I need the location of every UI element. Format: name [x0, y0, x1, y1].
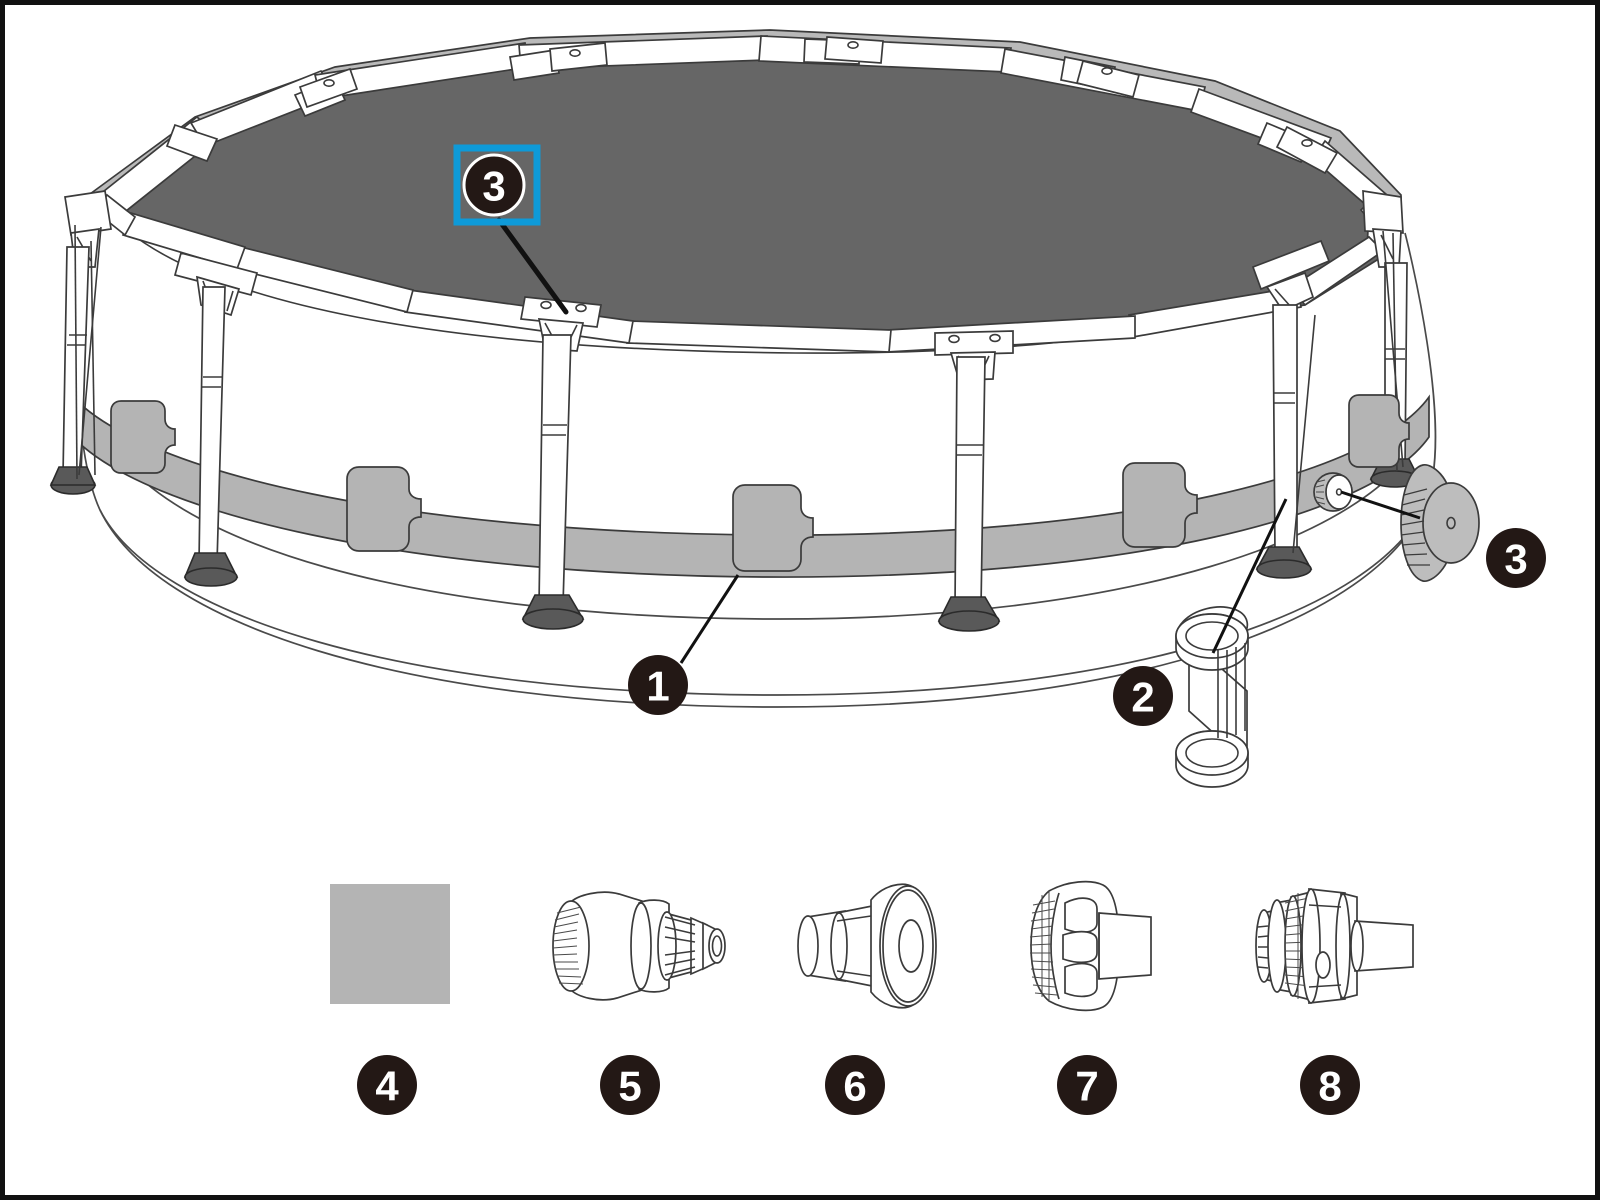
- rail-joint-rear-far-right: [1275, 125, 1339, 175]
- callout-4-label: 4: [375, 1063, 399, 1110]
- wall-drain-cap-small: [1313, 472, 1353, 512]
- callout-3-top[interactable]: 3: [462, 153, 526, 217]
- illustration-stage: 1 2 3 3 4 5: [5, 5, 1595, 1195]
- callout-3-right[interactable]: 3: [1486, 528, 1546, 588]
- part-wall-stopper-plug: [797, 883, 937, 1009]
- part-filter-cartridge-swatch: [330, 884, 450, 1004]
- pool-leg: [1255, 304, 1313, 579]
- part-inlet-outlet-threaded-fitting: [1255, 888, 1414, 1004]
- callout-4[interactable]: 4: [357, 1055, 417, 1115]
- rail-joint-right-front: [1251, 239, 1331, 313]
- callout-3-right-label: 3: [1504, 536, 1527, 583]
- callout-leader-lines: [496, 217, 1421, 664]
- callout-5-label: 5: [618, 1063, 641, 1110]
- callout-6[interactable]: 6: [825, 1055, 885, 1115]
- callout-8-label: 8: [1318, 1063, 1341, 1110]
- part-threaded-hose-adapter: [552, 891, 726, 1001]
- rail-joint-rear-right2: [1075, 59, 1141, 99]
- pool-illustration: [49, 29, 1480, 788]
- callout-2[interactable]: 2: [1113, 666, 1173, 726]
- pool-leg: [521, 334, 585, 630]
- callout-1-label: 1: [646, 663, 669, 710]
- part-strainer-grate-fitting: [1029, 880, 1152, 1012]
- band-connectors: [110, 394, 1410, 572]
- callout-6-label: 6: [843, 1063, 866, 1110]
- callout-5[interactable]: 5: [600, 1055, 660, 1115]
- cylindrical-sleeve-part: [1175, 606, 1249, 788]
- rail-joint-rear-mid2: [824, 36, 884, 64]
- callout-2-label: 2: [1131, 674, 1154, 721]
- highlight-box: [453, 144, 541, 226]
- rail-joint-rear-mid: [549, 42, 608, 72]
- pool-leg: [937, 356, 1001, 632]
- callout-7[interactable]: 7: [1057, 1055, 1117, 1115]
- callout-1[interactable]: 1: [628, 655, 688, 715]
- rail-joint-rear-left: [298, 67, 359, 109]
- parts-row-illustrations: [330, 880, 1414, 1012]
- callout-3-top-label: 3: [482, 163, 505, 210]
- callout-layer: 1 2 3 3 4 5: [357, 144, 1546, 1115]
- support-band: [72, 394, 1430, 578]
- knurled-drain-cap-enlarged: [1400, 464, 1480, 582]
- pool-leg-rear: [74, 224, 96, 480]
- callout-7-label: 7: [1075, 1063, 1098, 1110]
- callout-8[interactable]: 8: [1300, 1055, 1360, 1115]
- pool-leg: [183, 286, 239, 587]
